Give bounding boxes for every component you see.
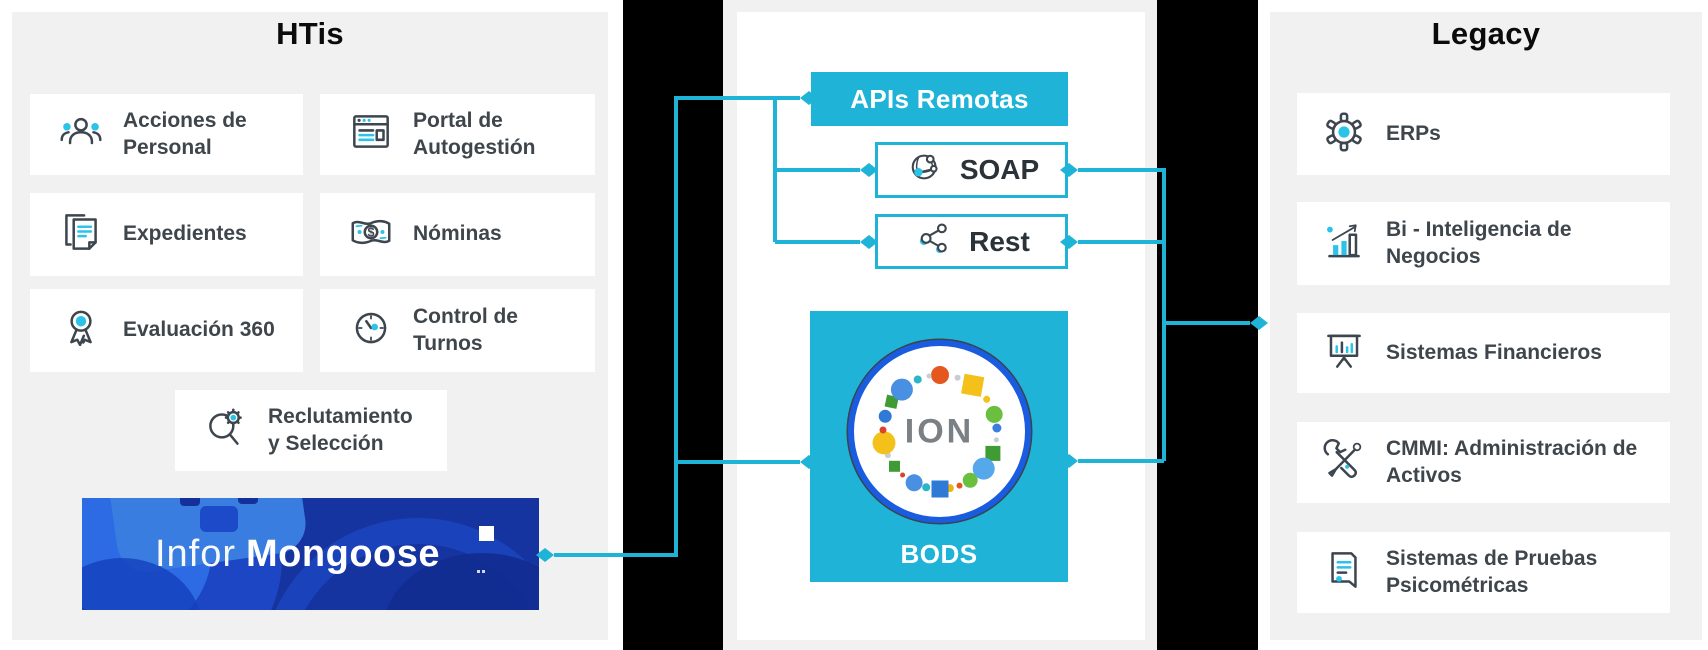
card-expedientes: Expedientes: [30, 193, 303, 276]
browser-icon: [346, 107, 396, 162]
rest-label: Rest: [969, 225, 1030, 257]
bods-label: BODS: [900, 539, 978, 569]
card-label: Portal de Autogestión: [413, 109, 536, 159]
mongoose-product-text: Mongoose: [246, 532, 441, 575]
svg-text:$: $: [368, 225, 375, 239]
card-sistemas-de-pruebas-psicometricas: Sistemas de Pruebas Psicométricas: [1297, 532, 1670, 613]
banner-square-mark: [479, 526, 494, 541]
apis-remotas-header: APIs Remotas: [811, 72, 1068, 126]
apis-remotas-label: APIs Remotas: [850, 83, 1029, 114]
document-form-icon: [1319, 545, 1369, 600]
card-label: Control de Turnos: [413, 305, 518, 355]
card-label: Sistemas de Pruebas Psicométricas: [1386, 547, 1598, 597]
infor-brand-text: Infor: [154, 532, 237, 575]
soap-label: SOAP: [959, 154, 1040, 185]
card-label: Evaluación 360: [123, 318, 275, 342]
banner-wordmark: Infor Mongoose: [82, 498, 513, 610]
card-reclutamiento-y-seleccion: Reclutamiento y Selección: [175, 390, 447, 471]
card-label: ERPs: [1386, 121, 1441, 145]
presentation-chart-icon: [1319, 326, 1369, 381]
infor-mongoose-banner: Infor Mongoose: [82, 498, 539, 610]
documents-icon: [56, 207, 106, 262]
soap-globe-icon: [904, 146, 946, 195]
card-label: Reclutamiento y Selección: [268, 405, 413, 455]
rest-box: Rest: [875, 214, 1068, 269]
card-label: Acciones de Personal: [123, 109, 247, 159]
clock-icon: [346, 303, 396, 358]
card-acciones-de-personal: Acciones de Personal: [30, 94, 303, 175]
chart-growth-icon: [1319, 216, 1369, 271]
rest-share-icon: [913, 217, 955, 266]
tools-icon: [1319, 435, 1369, 490]
divider-strip-right: [1157, 0, 1258, 650]
ion-dot-ring: [872, 365, 1003, 497]
card-control-de-turnos: Control de Turnos: [320, 289, 595, 372]
card-erps: ERPs: [1297, 93, 1670, 175]
gear-icon: [1319, 107, 1369, 162]
card-label: Sistemas Financieros: [1386, 340, 1602, 364]
card-evaluacion-360: Evaluación 360: [30, 289, 303, 372]
card-portal-de-autogestion: Portal de Autogestión: [320, 94, 595, 175]
card-label: Expedientes: [123, 222, 247, 246]
card-sistemas-financieros: Sistemas Financieros: [1297, 313, 1670, 393]
search-gear-icon: [201, 403, 251, 458]
card-label: Nóminas: [413, 222, 502, 246]
card-label: CMMI: Administración de Activos: [1386, 437, 1638, 487]
divider-strip-left: [623, 0, 723, 650]
banner-trademark-dots: [477, 570, 485, 573]
htis-title: HTis: [276, 16, 344, 51]
ion-logo: ION: [848, 340, 1031, 523]
legacy-title: Legacy: [1431, 16, 1541, 51]
card-label: Bi - Inteligencia de Negocios: [1386, 218, 1572, 268]
mongoose-eye: [180, 498, 200, 506]
card-bi-inteligencia-de-negocios: Bi - Inteligencia de Negocios: [1297, 202, 1670, 285]
mongoose-snout: [200, 506, 238, 532]
award-icon: [56, 303, 106, 358]
card-cmmi-administracion-de-activos: CMMI: Administración de Activos: [1297, 422, 1670, 503]
card-nominas: $ Nóminas: [320, 193, 595, 276]
banknote-icon: $: [346, 207, 396, 262]
soap-box: SOAP: [875, 142, 1068, 198]
bods-box: ION BODS: [810, 311, 1068, 582]
mongoose-eye: [238, 498, 258, 504]
ion-label: ION: [904, 412, 975, 450]
people-icon: [56, 107, 106, 162]
